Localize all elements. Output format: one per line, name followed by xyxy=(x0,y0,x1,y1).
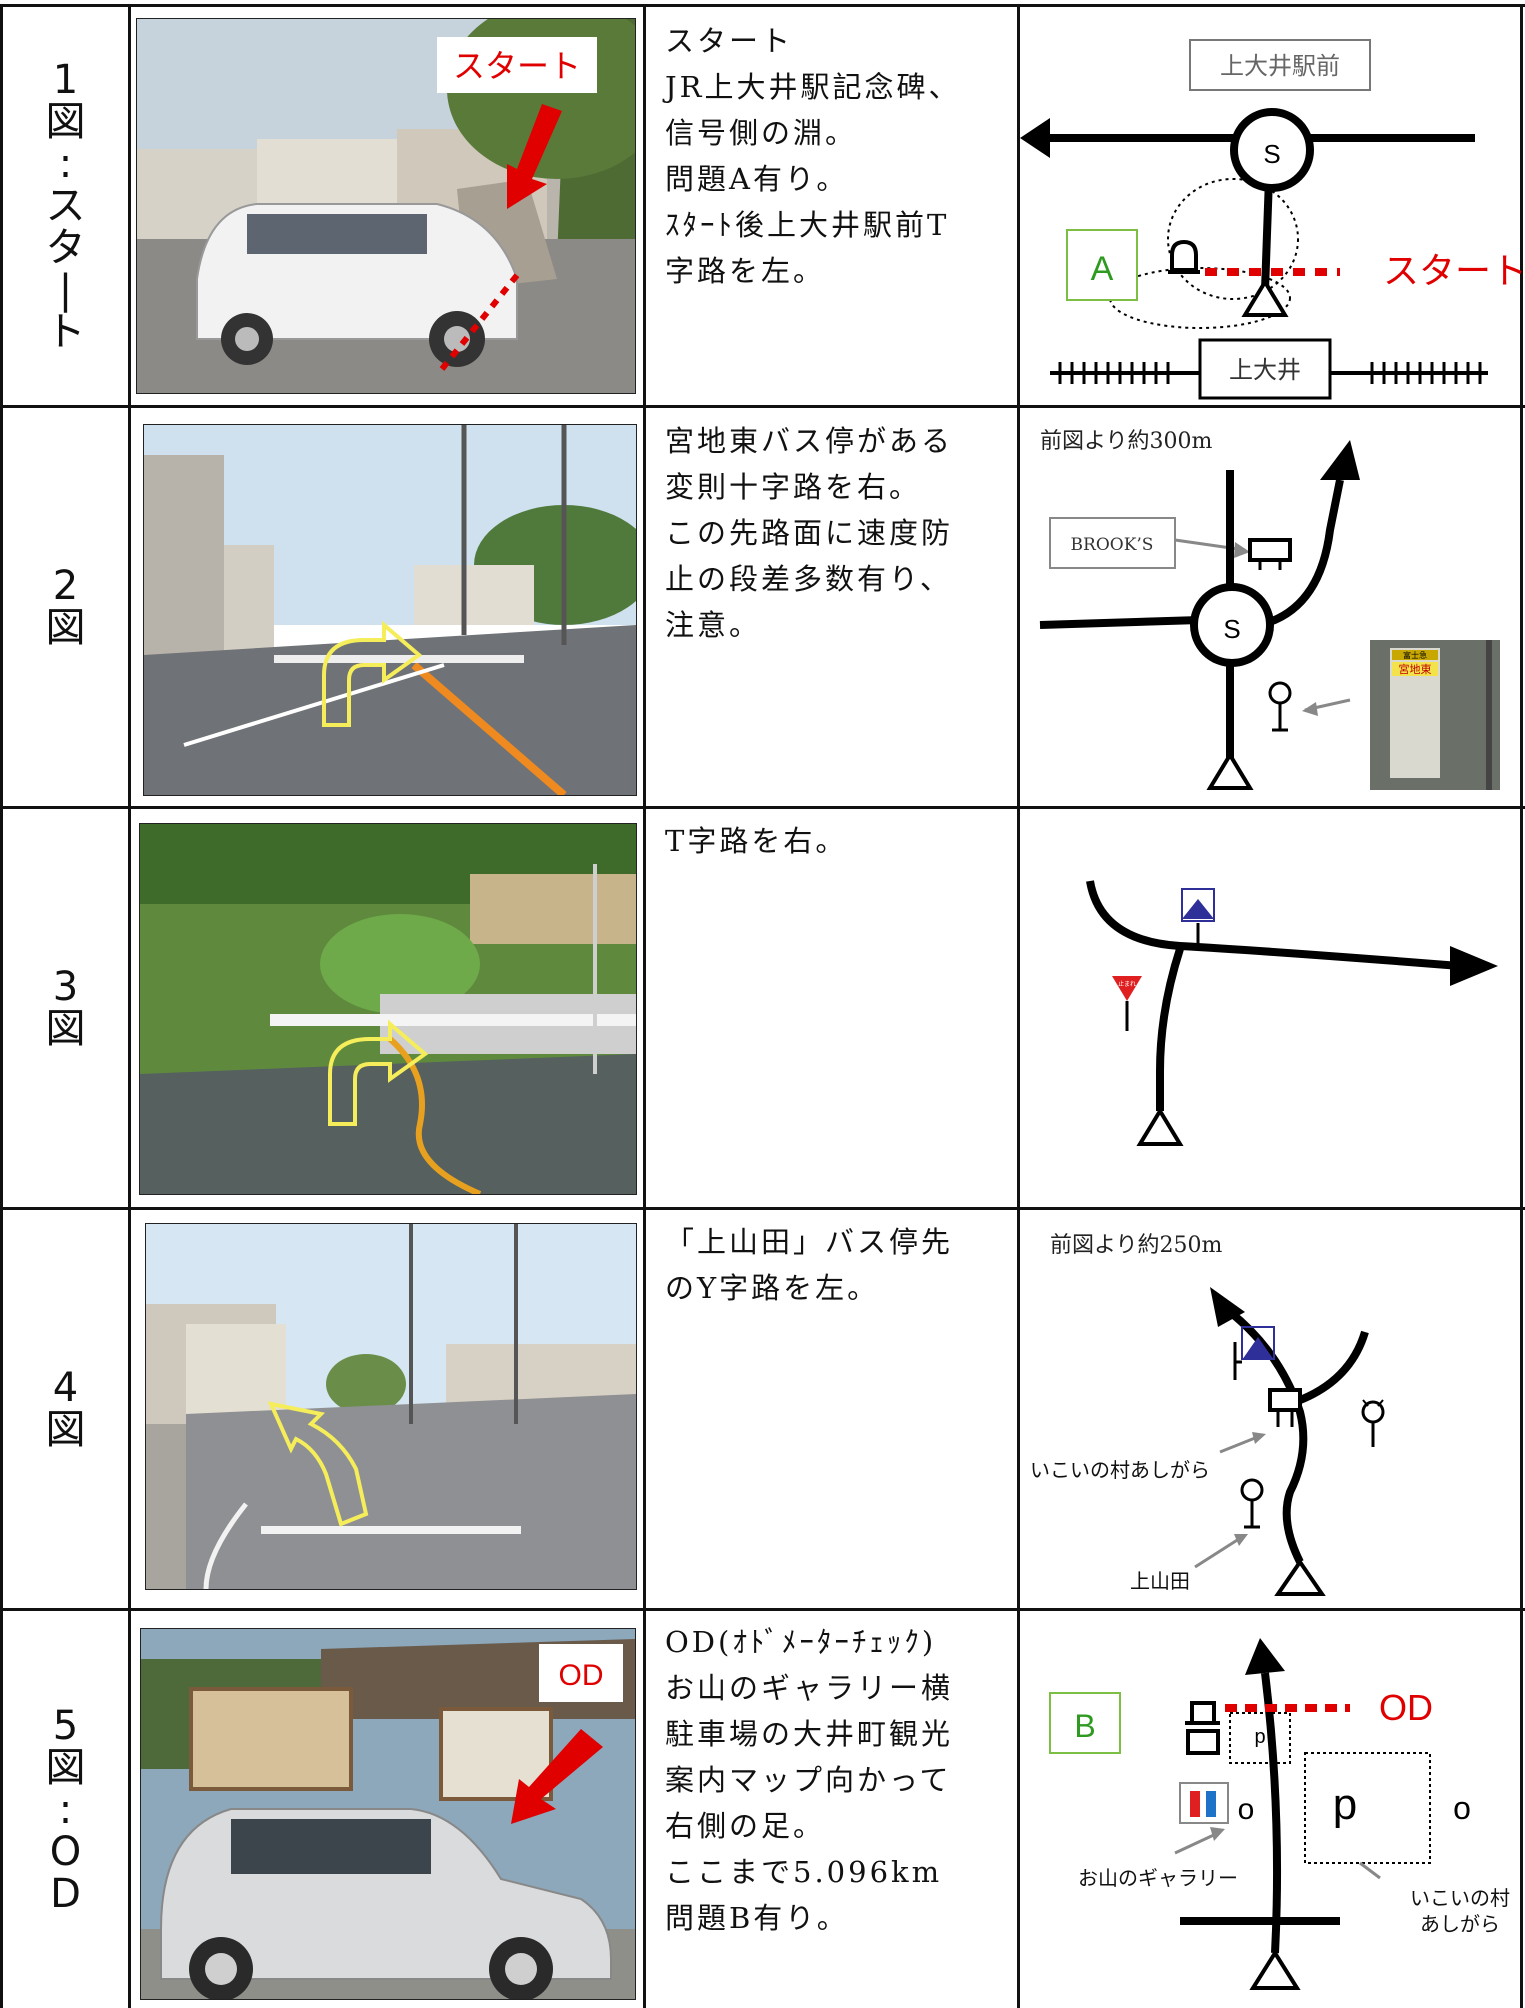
left-turn-arrow-icon xyxy=(267,1401,369,1527)
restroom-icon xyxy=(1179,1782,1229,1824)
column-divider xyxy=(643,5,646,2008)
svg-text:止まれ: 止まれ xyxy=(1118,980,1136,988)
start-photo-tag: スタート xyxy=(453,48,581,84)
parking-small xyxy=(1229,1712,1291,1764)
start-triangle-icon xyxy=(1249,1949,1301,1990)
station-front-label: 上大井駅前 xyxy=(1220,53,1340,80)
problem-b-box xyxy=(1049,1692,1121,1754)
row-divider xyxy=(0,405,1525,408)
start-photo: スタート xyxy=(136,18,636,394)
intersection-photo-4 xyxy=(145,1223,637,1590)
svg-text:o: o xyxy=(1238,1793,1255,1826)
intersection-photo-3 xyxy=(139,823,637,1195)
left-arrow-icon xyxy=(1020,118,1050,158)
svg-text:BROOK’S: BROOK’S xyxy=(1071,535,1154,555)
svg-text:宮地東: 宮地東 xyxy=(1399,662,1432,676)
row-2-diagram: 前図より約300m BROOK’S S 富士急 宮地東 xyxy=(1020,410,1522,802)
crosswalk-sign-icon xyxy=(1242,1337,1274,1360)
svg-text:前図より約300m: 前図より約300m xyxy=(1040,429,1213,454)
row-5-diagram: B OD p p o o お山のギャラリー いこいの村 あしがら xyxy=(1020,1613,1522,2006)
facility-icon xyxy=(1268,1388,1302,1412)
monument-icon xyxy=(1170,239,1198,272)
crosswalk-sign-icon xyxy=(1182,899,1214,919)
row-4-description: 「上山田」バス停先 のY字路を左。 xyxy=(665,1225,954,1305)
table-border-top xyxy=(0,4,1525,7)
svg-text:A: A xyxy=(1091,250,1114,288)
signal-icon xyxy=(1190,583,1274,667)
svg-text:いこいの村: いこいの村 xyxy=(1410,1887,1510,1910)
svg-text:あしがら: あしがら xyxy=(1420,1913,1500,1936)
svg-text:上山田: 上山田 xyxy=(1130,1570,1190,1593)
right-arrow-icon xyxy=(1450,946,1498,986)
stop-sign-icon xyxy=(1112,976,1142,1001)
start-triangle-icon xyxy=(1206,751,1254,790)
signal-icon xyxy=(1230,108,1314,192)
svg-text:スタート: スタート xyxy=(1383,250,1522,291)
row-5-description: OD(ｵﾄﾞﾒｰﾀｰﾁｪｯｸ) お山のギャラリー横 駐車場の大井町観光 案内マッ… xyxy=(665,1625,954,1935)
svg-text:S: S xyxy=(1223,614,1240,644)
svg-text:S: S xyxy=(1263,139,1280,169)
shop-icon xyxy=(1248,538,1292,562)
table-border-right xyxy=(1520,5,1523,2008)
svg-text:p: p xyxy=(1254,1726,1265,1748)
column-divider xyxy=(128,5,131,2008)
row-1-description: スタート JR上大井駅記念碑、 信号側の淵。 問題A有り。 ｽﾀｰﾄ後上大井駅前… xyxy=(665,24,961,288)
svg-text:o: o xyxy=(1453,1790,1471,1826)
start-triangle-icon xyxy=(1274,1558,1326,1596)
map-board-icon xyxy=(1190,1701,1216,1725)
row-divider xyxy=(0,1608,1525,1611)
column-divider xyxy=(1017,5,1020,2008)
table-border-left xyxy=(0,5,3,2008)
map-board-icon xyxy=(1186,1729,1220,1755)
row-4-diagram: 前図より約250m いこいの村あしがら 上山田 xyxy=(1020,1212,1522,1604)
svg-text:B: B xyxy=(1074,1708,1095,1744)
svg-text:上大井: 上大井 xyxy=(1229,357,1301,384)
svg-text:前図より約250m: 前図より約250m xyxy=(1050,1233,1223,1258)
svg-text:p: p xyxy=(1333,1780,1357,1829)
row-1-diagram: 上大井駅前 S A スタート 上大井 xyxy=(1020,10,1522,402)
parking-large xyxy=(1304,1752,1431,1864)
bus-stop-icon xyxy=(1268,681,1292,705)
svg-text:いこいの村あしがら: いこいの村あしがら xyxy=(1030,1459,1210,1482)
right-turn-arrow-icon xyxy=(328,1019,429,1126)
row-divider xyxy=(0,1207,1525,1210)
od-photo: OD xyxy=(140,1628,636,2000)
right-arrow-icon xyxy=(1320,440,1360,480)
left-arrow-icon xyxy=(1210,1287,1245,1327)
svg-text:お山のギャラリー: お山のギャラリー xyxy=(1078,1867,1238,1890)
problem-a-box xyxy=(1066,229,1138,301)
row-3-diagram: 止まれ xyxy=(1020,811,1522,1203)
od-photo-tag: OD xyxy=(559,1659,604,1692)
start-triangle-icon xyxy=(1136,1107,1184,1146)
svg-text:OD: OD xyxy=(1379,1687,1433,1728)
start-triangle-icon xyxy=(1241,278,1289,317)
shop-box xyxy=(1049,517,1176,569)
row-2-description: 宮地東バス停がある 変則十字路を右。 この先路面に速度防 止の段差多数有り、 注… xyxy=(665,424,954,642)
up-arrow-icon xyxy=(1245,1638,1285,1675)
station-box xyxy=(1198,338,1332,400)
row-3-description: T字路を右。 xyxy=(665,824,848,858)
svg-text:富士急: 富士急 xyxy=(1403,650,1427,660)
bus-stop-icon xyxy=(1240,1478,1264,1502)
station-front-box xyxy=(1189,39,1371,91)
right-turn-arrow-icon xyxy=(322,620,423,727)
row-divider xyxy=(0,806,1525,809)
intersection-photo-2 xyxy=(143,424,637,796)
